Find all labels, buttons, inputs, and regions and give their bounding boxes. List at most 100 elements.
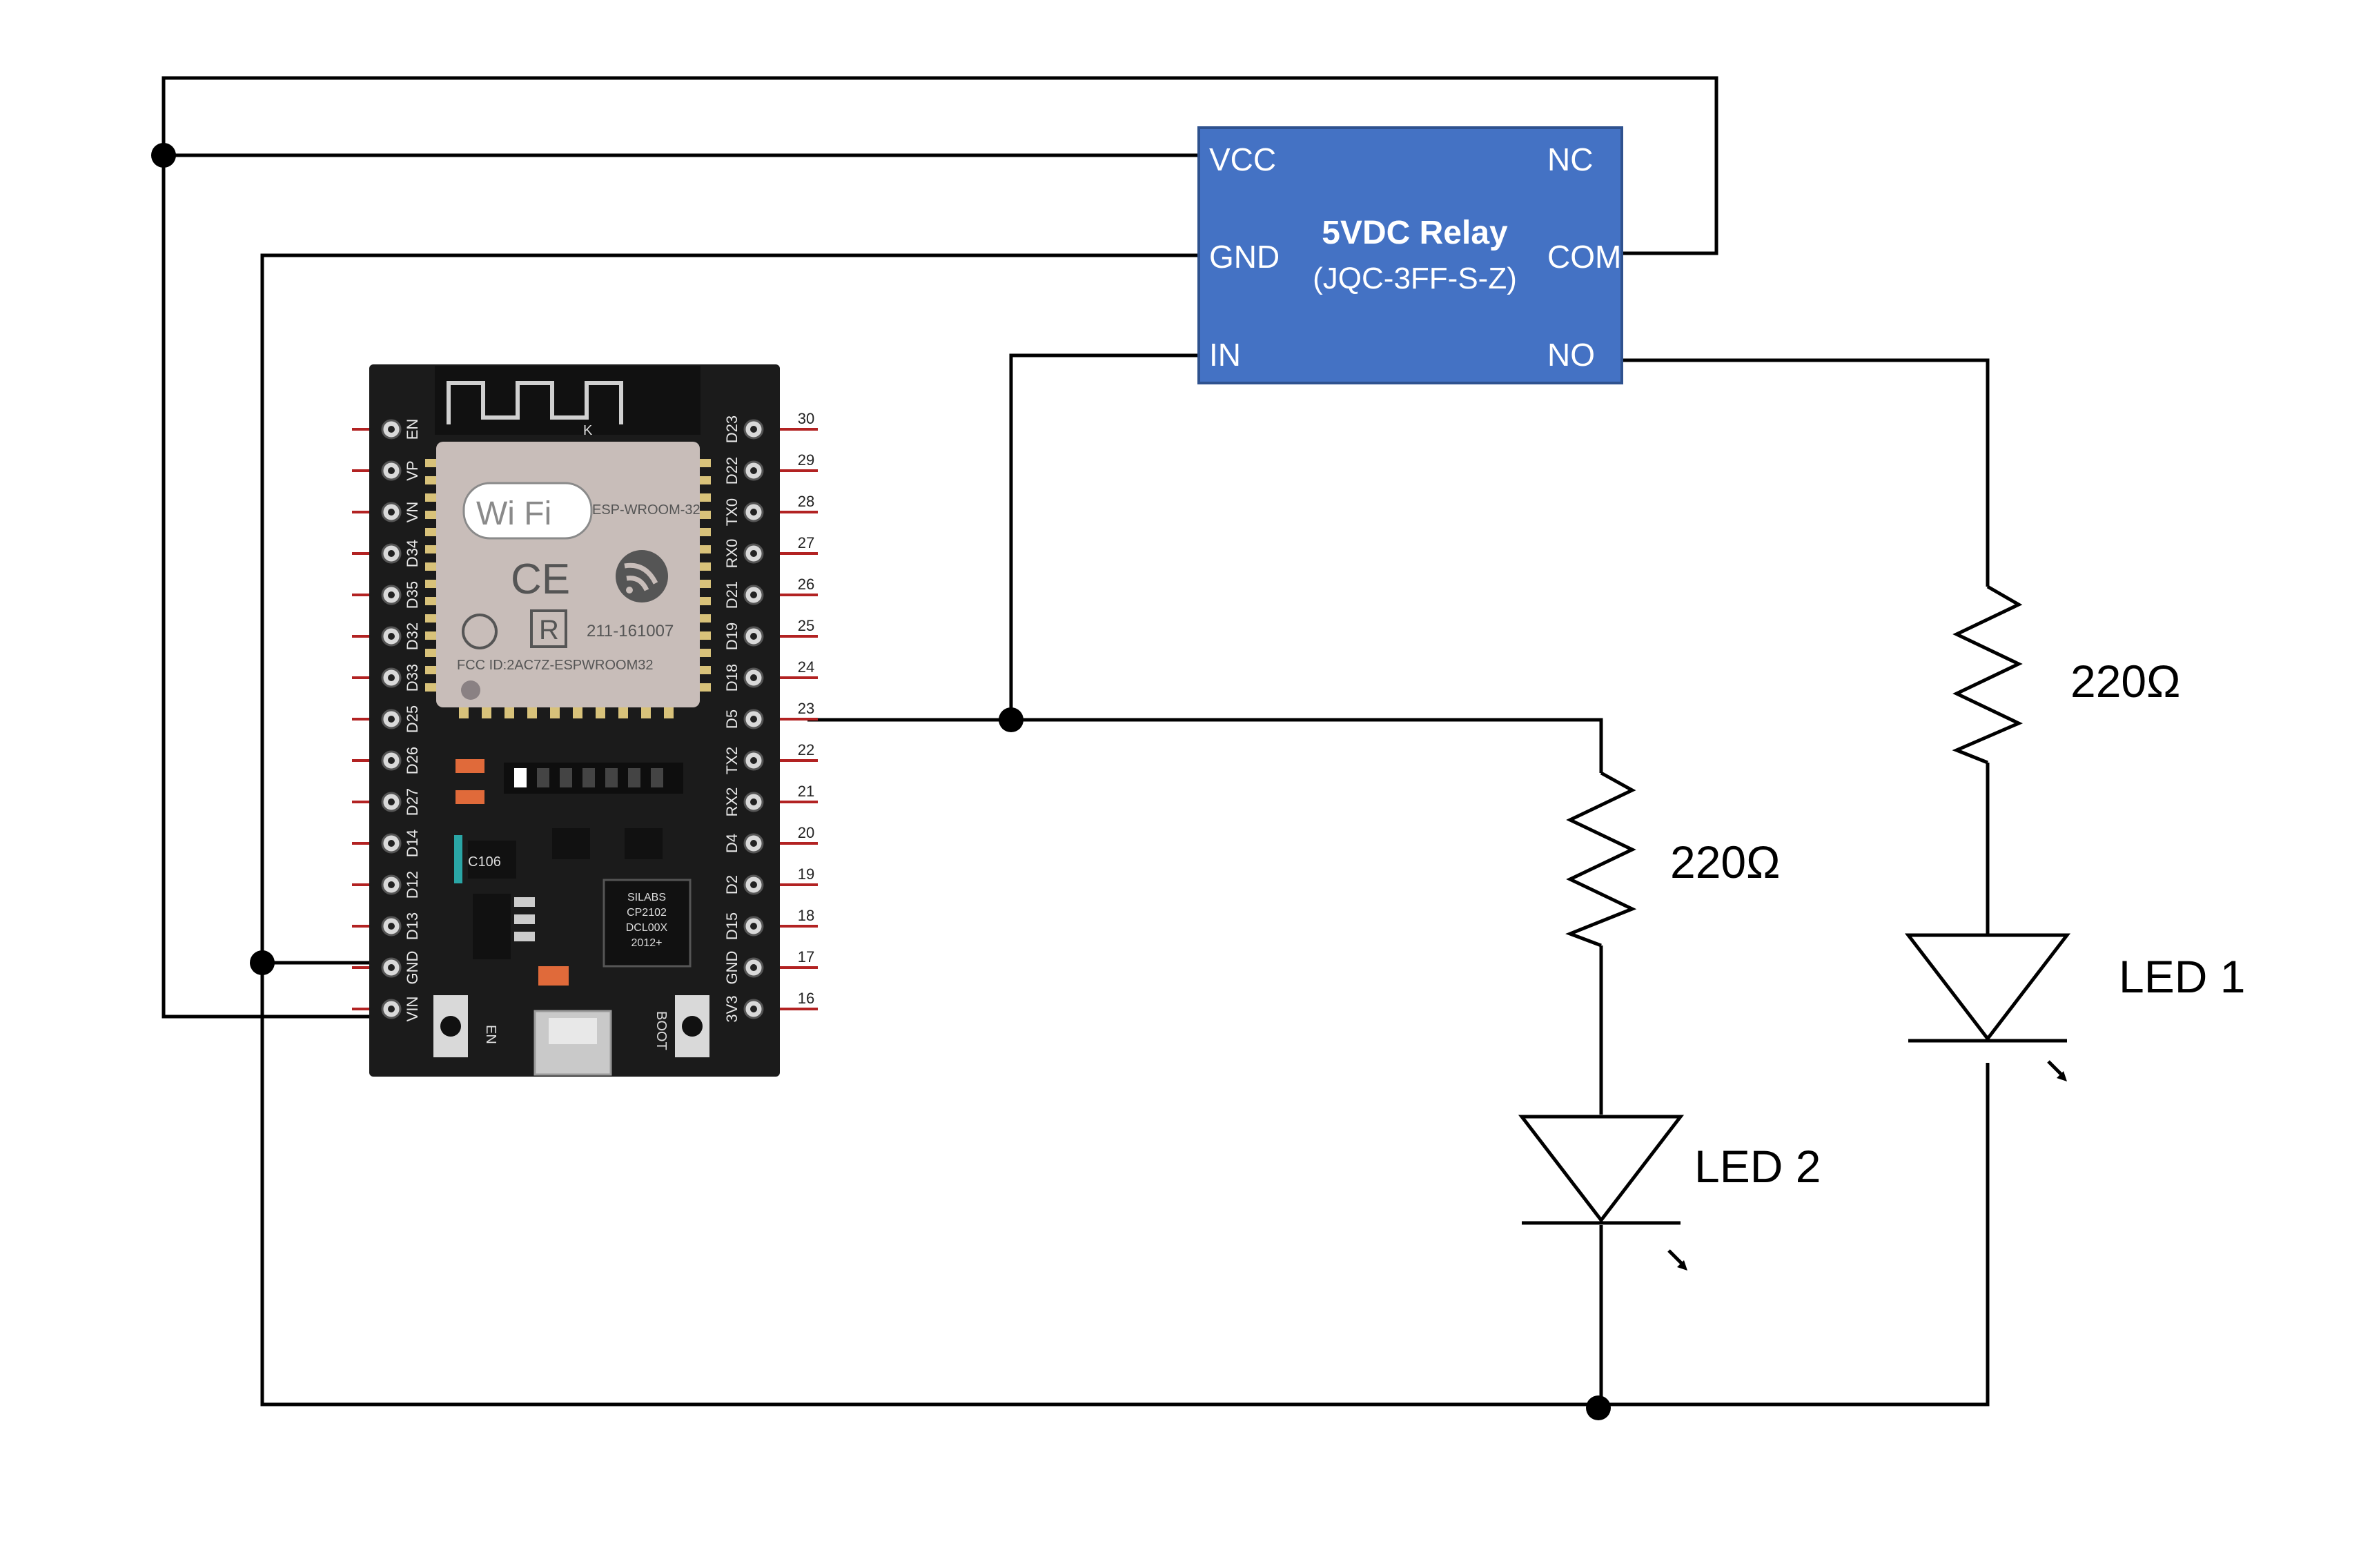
module-pad bbox=[425, 666, 436, 674]
right-pin-label: D5 bbox=[723, 709, 741, 729]
resistor-r2-zigzag bbox=[1565, 771, 1637, 948]
junction-dot bbox=[151, 143, 176, 168]
relay-pin-no: NO bbox=[1547, 337, 1595, 373]
module-pad bbox=[425, 493, 436, 502]
left-pin-label: D33 bbox=[404, 664, 421, 692]
pin-hole bbox=[388, 633, 395, 640]
relay-title: 5VDC Relay bbox=[1322, 215, 1508, 251]
ce-mark: CE bbox=[511, 556, 570, 603]
right-pin-label: D15 bbox=[723, 912, 741, 940]
module-pad bbox=[664, 707, 674, 718]
right-pin-number: 27 bbox=[798, 534, 814, 551]
wire-in bbox=[1009, 353, 1197, 720]
pin-hole bbox=[750, 881, 757, 888]
left-pin-label: VIN bbox=[404, 997, 421, 1022]
right-pin-number: 30 bbox=[798, 410, 814, 427]
right-pin-label: TX0 bbox=[723, 498, 741, 526]
relay-pin-com: COM bbox=[1547, 239, 1621, 275]
right-pin-label: D21 bbox=[723, 581, 741, 609]
module-pad bbox=[641, 707, 651, 718]
left-pin-label: EN bbox=[404, 419, 421, 440]
module-pad bbox=[425, 545, 436, 553]
regulator-tab bbox=[514, 932, 535, 941]
smd-led bbox=[455, 759, 484, 773]
smd-led-red bbox=[538, 966, 569, 986]
left-pin-label: D32 bbox=[404, 623, 421, 650]
resistor-r2-value: 220Ω bbox=[1670, 836, 1780, 888]
right-pin-number: 21 bbox=[798, 783, 814, 800]
pin-hole bbox=[750, 923, 757, 930]
left-pin-label: D34 bbox=[404, 540, 421, 567]
junction-dot bbox=[250, 950, 275, 975]
right-pin-number: 19 bbox=[798, 865, 814, 883]
left-pin-label: D14 bbox=[404, 830, 421, 857]
right-pin-number: 28 bbox=[798, 493, 814, 510]
pin-hole bbox=[750, 674, 757, 681]
transistor bbox=[625, 828, 663, 859]
left-pin-label: D35 bbox=[404, 581, 421, 609]
pin-hole bbox=[750, 633, 757, 640]
wire-no bbox=[1622, 358, 1990, 587]
resistor-r2: 220Ω bbox=[1565, 771, 1780, 948]
module-pad bbox=[425, 580, 436, 588]
module-pad bbox=[700, 649, 711, 657]
antenna-area bbox=[435, 366, 701, 435]
module-pad bbox=[425, 562, 436, 571]
usb-chip-line1: SILABS bbox=[627, 892, 666, 903]
usb-port-opening bbox=[549, 1018, 597, 1044]
module-pad bbox=[425, 511, 436, 519]
c106-chip bbox=[468, 841, 516, 879]
wires bbox=[161, 76, 1990, 1407]
relay-pin-nc: NC bbox=[1547, 141, 1593, 177]
array-pad bbox=[605, 768, 618, 787]
module-pad bbox=[700, 528, 711, 536]
en-button-cap bbox=[440, 1016, 461, 1037]
module-pad bbox=[700, 476, 711, 484]
espressif-logo-icon bbox=[616, 550, 668, 602]
pin-hole bbox=[750, 798, 757, 805]
pin-hole bbox=[750, 840, 757, 847]
pin-hole bbox=[750, 467, 757, 474]
fcc-id: FCC ID:2AC7Z-ESPWROOM32 bbox=[457, 658, 653, 673]
right-pin-label: D2 bbox=[723, 875, 741, 894]
boot-button-label: BOOT bbox=[654, 1011, 669, 1050]
relay-module: VCC GND IN NC COM NO 5VDC Relay (JQC-3FF… bbox=[1197, 126, 1623, 384]
module-pad bbox=[425, 476, 436, 484]
r-mark: R bbox=[539, 615, 559, 645]
module-pad bbox=[425, 459, 436, 467]
pin-hole bbox=[750, 964, 757, 971]
module-pad bbox=[425, 597, 436, 605]
module-pad bbox=[700, 683, 711, 692]
left-pin-label: D26 bbox=[404, 747, 421, 774]
capacitor-teal bbox=[454, 835, 462, 883]
usb-chip-line4: 2012+ bbox=[631, 937, 663, 949]
array-pad bbox=[651, 768, 663, 787]
pin-hole bbox=[388, 798, 395, 805]
module-pad bbox=[700, 562, 711, 571]
pin-hole bbox=[750, 509, 757, 516]
wire-com bbox=[161, 76, 1718, 1019]
left-pin-label: D27 bbox=[404, 788, 421, 816]
module-pad bbox=[700, 545, 711, 553]
right-pin-label: RX2 bbox=[723, 787, 741, 817]
led-2: LED 2 bbox=[1518, 1115, 1821, 1271]
pin-hole bbox=[750, 426, 757, 433]
antenna-mark: K bbox=[583, 423, 593, 438]
pin-hole bbox=[388, 674, 395, 681]
led-2-triangle bbox=[1518, 1115, 1685, 1224]
led-1-label: LED 1 bbox=[2119, 951, 2245, 1002]
right-pin-number: 24 bbox=[798, 658, 814, 676]
right-pin-number: 23 bbox=[798, 700, 814, 717]
pin-hole bbox=[388, 881, 395, 888]
right-pin-number: 20 bbox=[798, 824, 814, 841]
smd-array-pads bbox=[514, 768, 663, 787]
module-pad bbox=[425, 649, 436, 657]
left-pin-label: D13 bbox=[404, 912, 421, 940]
led-2-arrowhead bbox=[1677, 1260, 1687, 1271]
pin-hole bbox=[750, 591, 757, 598]
smd-resistor bbox=[455, 790, 484, 804]
junctions bbox=[151, 143, 1611, 1420]
right-pin-label: D19 bbox=[723, 623, 741, 650]
module-name: ESP-WROOM-32 bbox=[592, 502, 701, 518]
